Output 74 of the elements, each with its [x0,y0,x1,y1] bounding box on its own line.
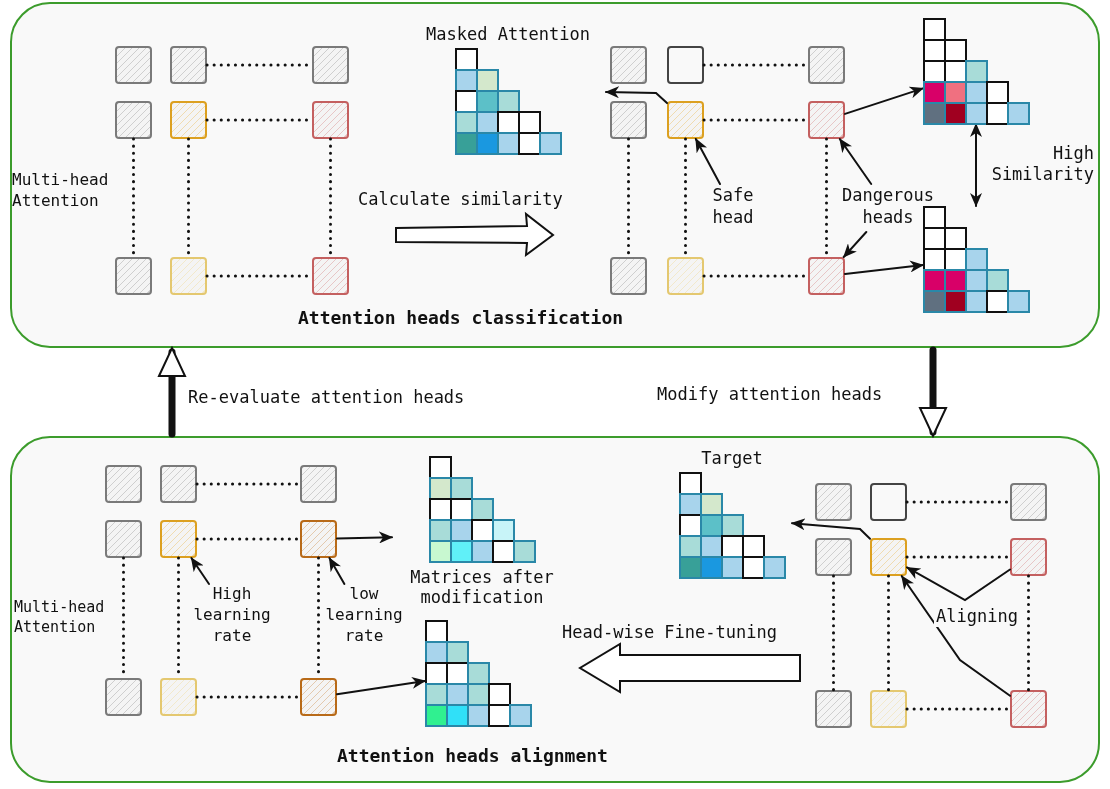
attention-head-square [870,483,907,521]
panel [10,436,1100,783]
attention-head-square [105,465,142,503]
arrow [694,138,721,185]
panel [10,2,1100,348]
attention-head-square [667,257,704,295]
attention-head-square [160,520,197,558]
attention-head-square [115,257,152,295]
annotation-label: Multi-head Attention [12,170,110,212]
attention-head-square [808,101,845,139]
attention-head-square [1010,690,1047,728]
attention-head-square [170,257,207,295]
annotation-text: High learning rate [192,584,272,647]
dotted-line [1027,574,1030,692]
attention-head-square [1010,538,1047,576]
attention-head-square [160,678,197,716]
arrow [919,346,947,437]
annotation-label: Multi-head Attention [14,598,106,637]
attention-head-square [610,101,647,139]
attention-head-square [610,257,647,295]
attention-head-square [105,678,142,716]
matrix-title: Target [701,448,763,469]
annotation-label: Head-wise Fine-tuning [562,621,777,644]
arrow [605,86,668,105]
matrix-title: Matrices after modification [409,567,555,608]
attention-matrix [923,206,1030,313]
arrow [970,123,982,207]
attention-head-square [300,520,337,558]
attention-head-square [815,538,852,576]
attention-head-square [170,46,207,84]
attention-head-square [667,46,704,84]
edge-label: Aligning [934,606,1020,628]
annotation-text: low learning rate [324,584,404,647]
attention-head-square [312,46,349,84]
matrix-title: Masked Attention [426,24,590,45]
arrow [328,557,346,585]
annotation-text: Dangerous heads [840,184,936,229]
arrow [190,557,210,585]
arrow [336,677,426,696]
arrow [900,575,1011,697]
attention-head-square [312,101,349,139]
arrow [158,347,186,438]
arrow [838,138,873,185]
annotation-label: Calculate similarity [358,188,563,211]
attention-head-square [105,520,142,558]
attention-head-square [115,101,152,139]
attention-head-square [808,46,845,84]
attention-head-square [667,101,704,139]
dotted-line [887,574,890,692]
attention-head-square [1010,483,1047,521]
arrow [791,518,871,540]
panel-heading: Attention heads alignment [337,745,608,766]
attention-head-square [610,46,647,84]
attention-head-square [115,46,152,84]
attention-matrix [425,620,532,727]
attention-head-square [160,465,197,503]
attention-head-square [870,690,907,728]
arrow [842,231,868,258]
attention-head-square [170,101,207,139]
attention-head-square [300,678,337,716]
attention-head-square [815,483,852,521]
attention-head-square [870,538,907,576]
arrow [844,260,924,275]
attention-head-square [300,465,337,503]
arrow [844,86,924,115]
panel-heading: Attention heads classification [298,307,624,328]
attention-head-square [312,257,349,295]
dotted-line [832,574,835,692]
annotation-text: Safe head [711,184,755,229]
attention-matrix [923,18,1030,125]
arrow [906,566,1011,602]
arrow [336,531,393,544]
attention-head-square [808,257,845,295]
attention-head-square [815,690,852,728]
